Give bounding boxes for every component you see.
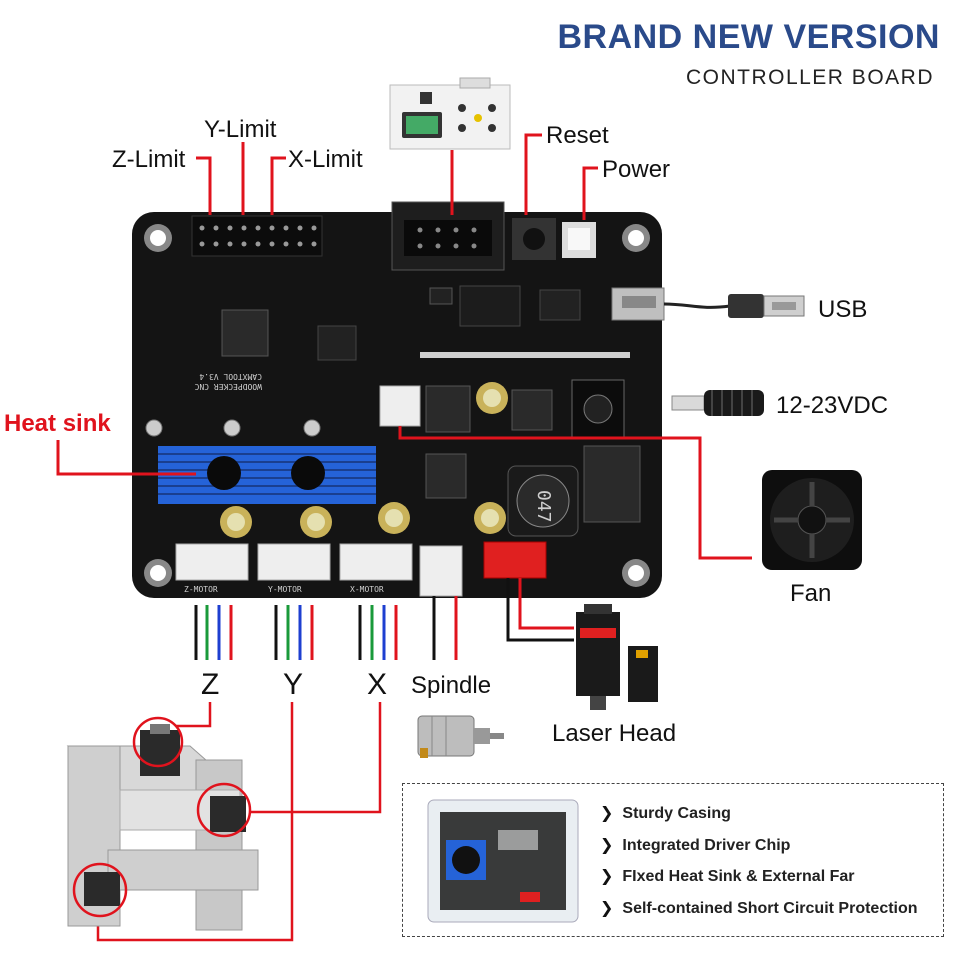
y-limit-label: Y-Limit bbox=[204, 116, 277, 143]
fan-label: Fan bbox=[790, 580, 832, 607]
spindle-label: Spindle bbox=[411, 672, 492, 699]
svg-text:Y-MOTOR: Y-MOTOR bbox=[268, 585, 302, 594]
cased-board-thumbnail bbox=[427, 799, 579, 923]
z-limit-label: Z-Limit bbox=[112, 146, 186, 173]
power-input-label: 12-23VDC bbox=[776, 392, 889, 419]
svg-text:047: 047 bbox=[533, 490, 554, 523]
svg-text:Z-MOTOR: Z-MOTOR bbox=[184, 585, 218, 594]
spindle-motor bbox=[417, 715, 504, 758]
svg-text:WOODPECKER CNC: WOODPECKER CNC bbox=[194, 382, 262, 391]
cooling-fan bbox=[762, 470, 862, 570]
chevron-right-icon: ❯ bbox=[600, 868, 614, 885]
z-axis-label: Z bbox=[201, 668, 220, 701]
header-title: BRAND NEW VERSION bbox=[557, 18, 940, 56]
feature-item: ❯ Integrated Driver Chip bbox=[600, 835, 790, 855]
chevron-right-icon: ❯ bbox=[600, 805, 614, 822]
x-axis-label: X bbox=[367, 668, 388, 701]
svg-text:CAMXTOOL V3.4: CAMXTOOL V3.4 bbox=[199, 372, 262, 381]
chevron-right-icon: ❯ bbox=[600, 837, 614, 854]
feature-text: Self-contained Short Circuit Protection bbox=[622, 900, 918, 917]
feature-item: ❯ Self-contained Short Circuit Protection bbox=[600, 898, 918, 918]
laser-head-label: Laser Head bbox=[552, 720, 677, 747]
svg-text:X-MOTOR: X-MOTOR bbox=[350, 585, 384, 594]
laser-head bbox=[576, 604, 658, 710]
dc-plug bbox=[671, 390, 764, 416]
reset-label: Reset bbox=[546, 122, 609, 149]
x-limit-label: X-Limit bbox=[288, 146, 363, 173]
cnc-machine bbox=[66, 716, 259, 931]
usb-cable bbox=[663, 294, 805, 318]
header-subtitle: CONTROLLER BOARD bbox=[685, 66, 934, 89]
y-axis-label: Y bbox=[283, 668, 304, 701]
feature-item: ❯ Sturdy Casing bbox=[600, 803, 731, 823]
feature-text: FIxed Heat Sink & External Far bbox=[622, 868, 855, 885]
feature-text: Integrated Driver Chip bbox=[622, 837, 791, 854]
feature-box bbox=[402, 783, 944, 937]
offline-controller-module bbox=[389, 77, 511, 150]
power-label: Power bbox=[602, 156, 671, 183]
controller-board: Z-MOTOR Y-MOTOR X-MOTOR WOODPECKER CNC C… bbox=[132, 201, 665, 598]
usb-label: USB bbox=[818, 296, 868, 323]
heat-sink-label: Heat sink bbox=[4, 410, 111, 437]
chevron-right-icon: ❯ bbox=[600, 900, 614, 917]
feature-text: Sturdy Casing bbox=[622, 805, 731, 822]
feature-item: ❯ FIxed Heat Sink & External Far bbox=[600, 866, 854, 886]
